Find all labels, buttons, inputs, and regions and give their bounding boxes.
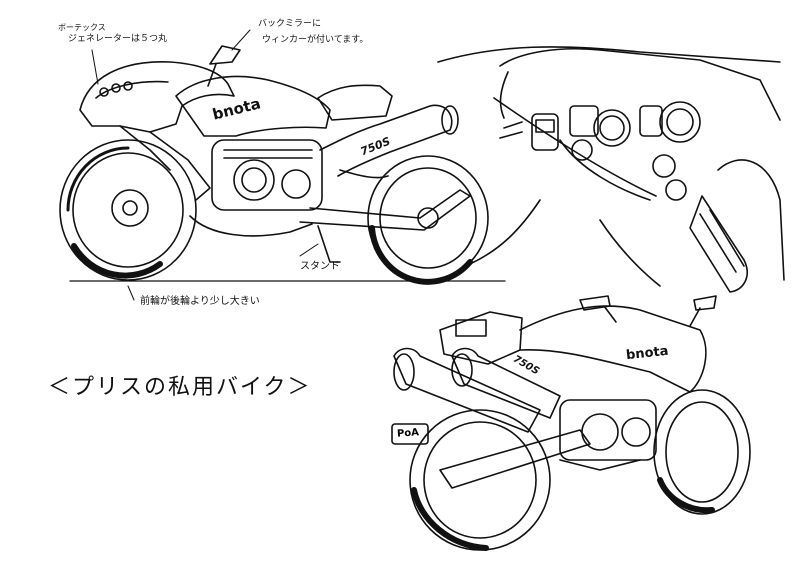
speedometer — [593, 109, 631, 147]
mirror — [209, 45, 241, 65]
rear-view-left-mirror — [579, 295, 611, 311]
side-view-motorcycle — [59, 29, 506, 301]
rear-wheel — [367, 155, 489, 285]
mufflers — [393, 347, 561, 433]
fuel-tank-shell — [175, 75, 331, 137]
cockpit-detail-sketch — [437, 46, 785, 293]
engine — [211, 139, 323, 211]
rear-view-front-wheel — [653, 389, 751, 515]
license-plate — [391, 423, 429, 445]
annotation-vortex-line1: ボーテックス — [58, 23, 106, 32]
license-plate-text: PoA — [396, 427, 420, 440]
annotation-stand: スタンド — [300, 261, 340, 272]
exhaust-pipe — [319, 104, 453, 177]
tachometer — [659, 101, 701, 143]
left-switch-box — [531, 113, 559, 151]
annotation-front-wheel: 前輪が後輪より少し大きい — [140, 296, 260, 307]
front-fairing — [79, 61, 235, 133]
swing-arm — [299, 189, 471, 231]
rear-view-engine — [559, 399, 657, 461]
rear-view-right-mirror — [693, 295, 717, 311]
kick-stand — [317, 225, 341, 263]
rear-view-motorcycle — [391, 295, 751, 551]
seat — [317, 84, 393, 121]
front-wheel — [59, 139, 197, 281]
annotation-vortex-line2: ジェネレーターは５つ丸 — [68, 34, 168, 44]
annotation-mirror-line2: ウィンカーが付いてます。 — [262, 35, 369, 45]
rear-view-rear-wheel — [409, 409, 551, 551]
annotation-mirror-line1: バックミラーに — [258, 19, 322, 29]
sheet-title: ＜プリスの私用バイク＞ — [48, 375, 312, 400]
throttle-grip — [689, 195, 748, 293]
